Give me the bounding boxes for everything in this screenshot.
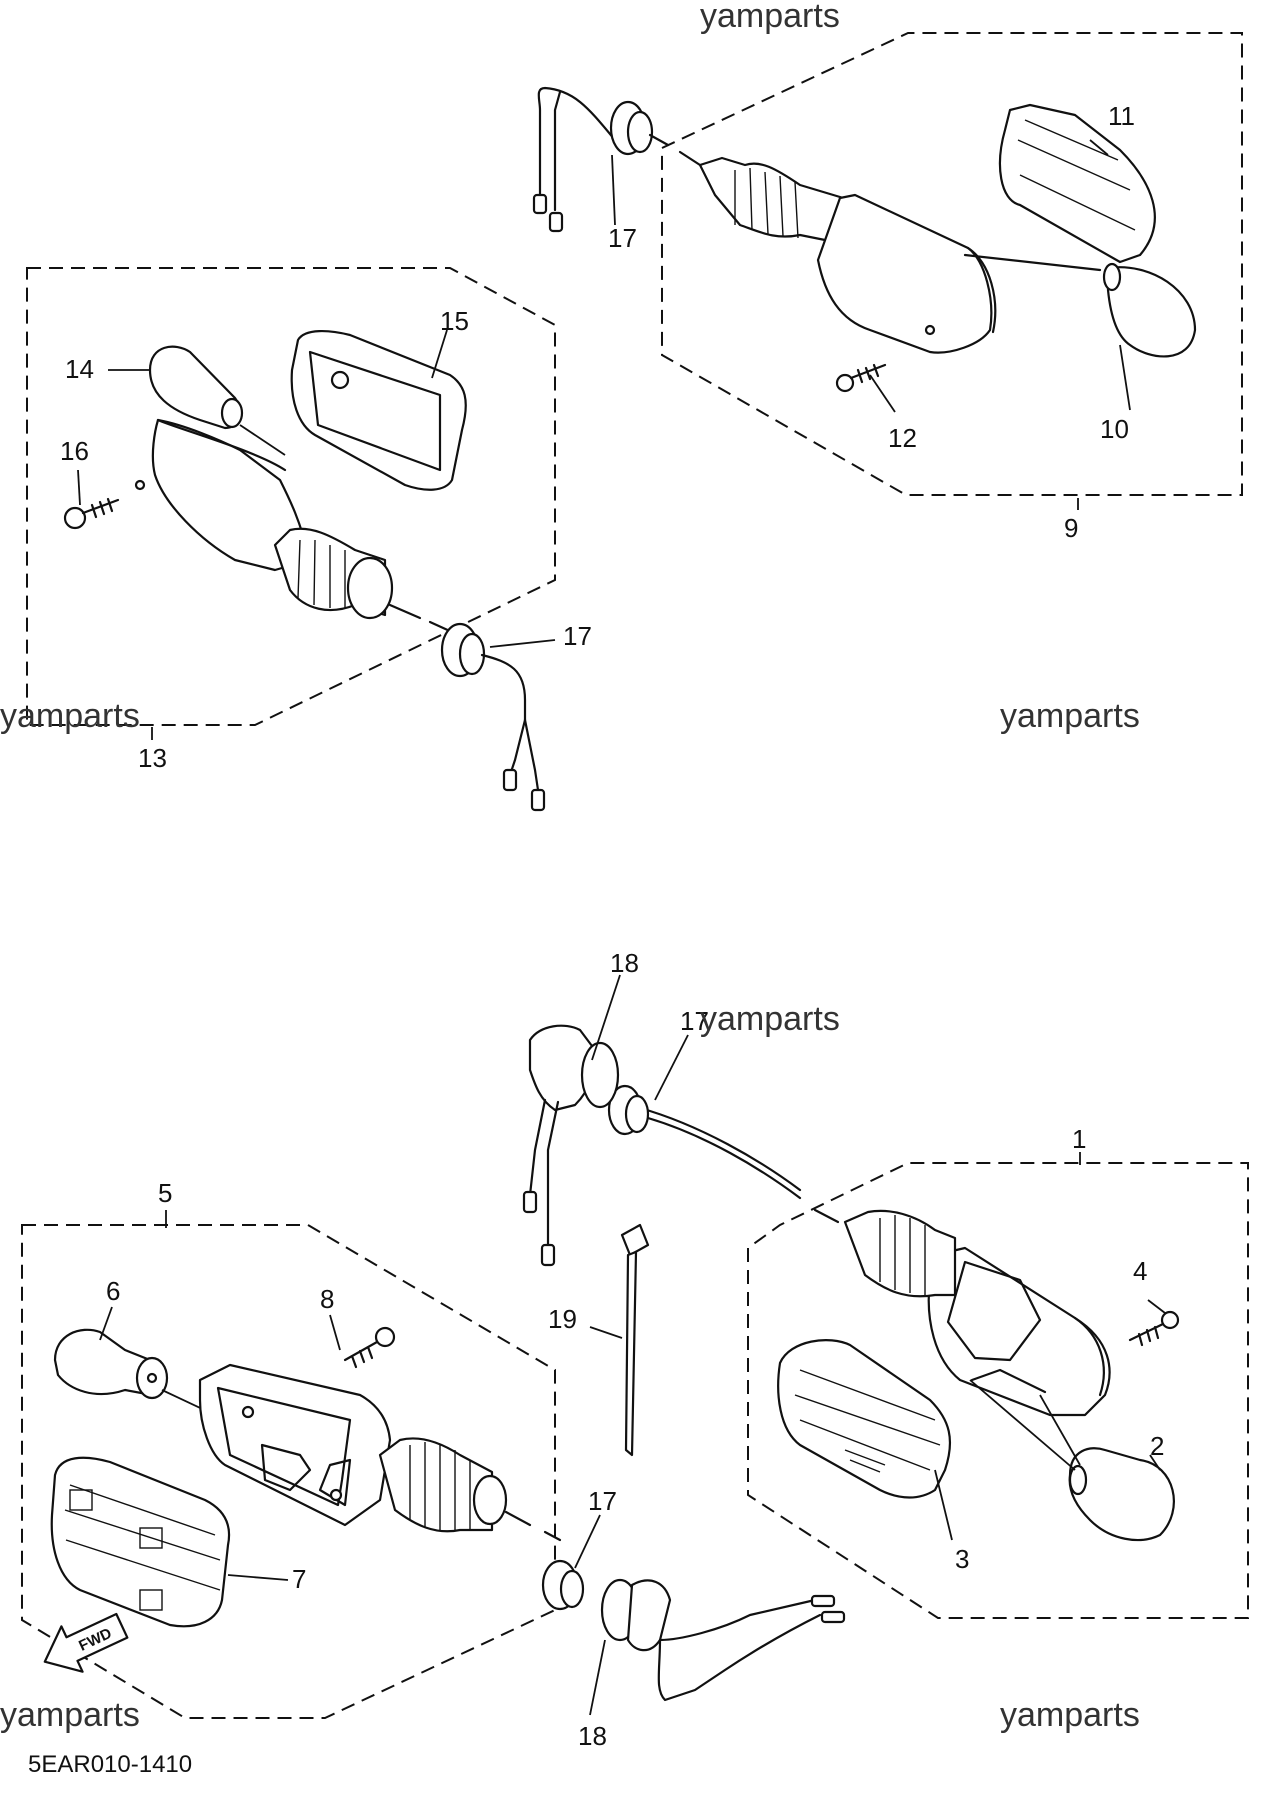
callout-1: 1 (1072, 1124, 1086, 1154)
watermark-bottom-left: yamparts (0, 1696, 140, 1734)
assembly-13-rear-turn-signal-left: 17 14 15 16 13 (26, 267, 592, 812)
cable-tie-19: 19 (548, 1223, 650, 1457)
callout-2: 2 (1150, 1431, 1164, 1461)
callout-6: 6 (106, 1276, 120, 1306)
callout-4: 4 (1133, 1256, 1147, 1286)
callout-10: 10 (1100, 414, 1129, 444)
callout-18-bottom: 18 (578, 1721, 607, 1751)
assembly-5-boundary (21, 1224, 556, 1719)
callout-14: 14 (65, 354, 94, 384)
callout-17-top: 17 (608, 223, 637, 253)
callout-9: 9 (1064, 513, 1078, 543)
callout-12: 12 (888, 423, 917, 453)
assembly-1-boundary (747, 1162, 1249, 1619)
assembly-9-rear-turn-signal-right: 17 11 10 12 9 (532, 32, 1243, 543)
callout-8: 8 (320, 1284, 334, 1314)
callout-18-top: 18 (610, 948, 639, 978)
watermark-mid-right: yamparts (1000, 697, 1140, 735)
callout-16: 16 (60, 436, 89, 466)
callout-17-bottom-b: 17 (588, 1486, 617, 1516)
assembly-1-front-turn-signal-right: 1 4 2 3 (747, 1124, 1249, 1619)
watermark-bottom-right: yamparts (1000, 1696, 1140, 1734)
watermark-top: yamparts (700, 0, 840, 35)
callout-17-bottom-a: 17 (680, 1006, 709, 1036)
callout-17-mid: 17 (563, 621, 592, 651)
forward-arrow-icon: FWD (43, 1612, 129, 1673)
callout-11: 11 (1108, 101, 1135, 131)
assembly-5-front-turn-signal-left: 5 6 8 7 (21, 1178, 562, 1719)
front-signal-wiring: 18 17 (522, 948, 802, 1267)
callout-5: 5 (158, 1178, 172, 1208)
callout-3: 3 (955, 1544, 969, 1574)
callout-15: 15 (440, 306, 469, 336)
front-left-signal-wiring: 17 18 (541, 1486, 846, 1751)
watermark-center: yamparts (700, 1000, 840, 1038)
diagram-code: 5EAR010-1410 (28, 1751, 192, 1778)
callout-7: 7 (292, 1564, 306, 1594)
assembly-13-boundary (26, 267, 556, 726)
callout-13: 13 (138, 743, 167, 773)
callout-19: 19 (548, 1304, 577, 1334)
assembly-9-boundary (661, 32, 1243, 496)
watermark-mid-left: yamparts (0, 697, 140, 735)
